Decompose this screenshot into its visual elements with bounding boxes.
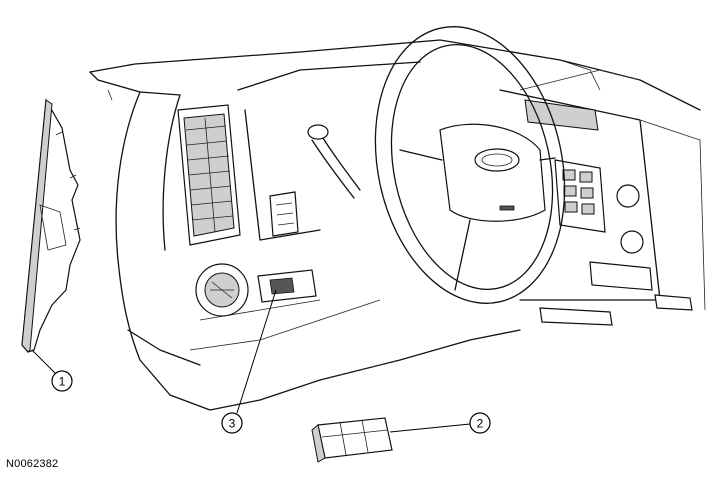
callout-2-label: 2 bbox=[477, 417, 484, 431]
left-air-vent bbox=[177, 104, 241, 246]
callout-3-label: 3 bbox=[229, 417, 236, 431]
callout-1-label: 1 bbox=[59, 375, 66, 389]
steering-wheel bbox=[374, 26, 566, 304]
switch-module bbox=[311, 417, 393, 463]
callout-1: 1 bbox=[31, 349, 73, 392]
headlamp-switch bbox=[195, 263, 249, 317]
instrument-panel bbox=[89, 26, 706, 411]
center-stack bbox=[499, 69, 693, 326]
figure-reference-code: N0062382 bbox=[6, 458, 59, 470]
callout-3: 3 bbox=[221, 289, 277, 434]
callout-2: 2 bbox=[389, 412, 491, 434]
switch-opening bbox=[257, 269, 317, 303]
left-end-panel bbox=[21, 98, 81, 353]
